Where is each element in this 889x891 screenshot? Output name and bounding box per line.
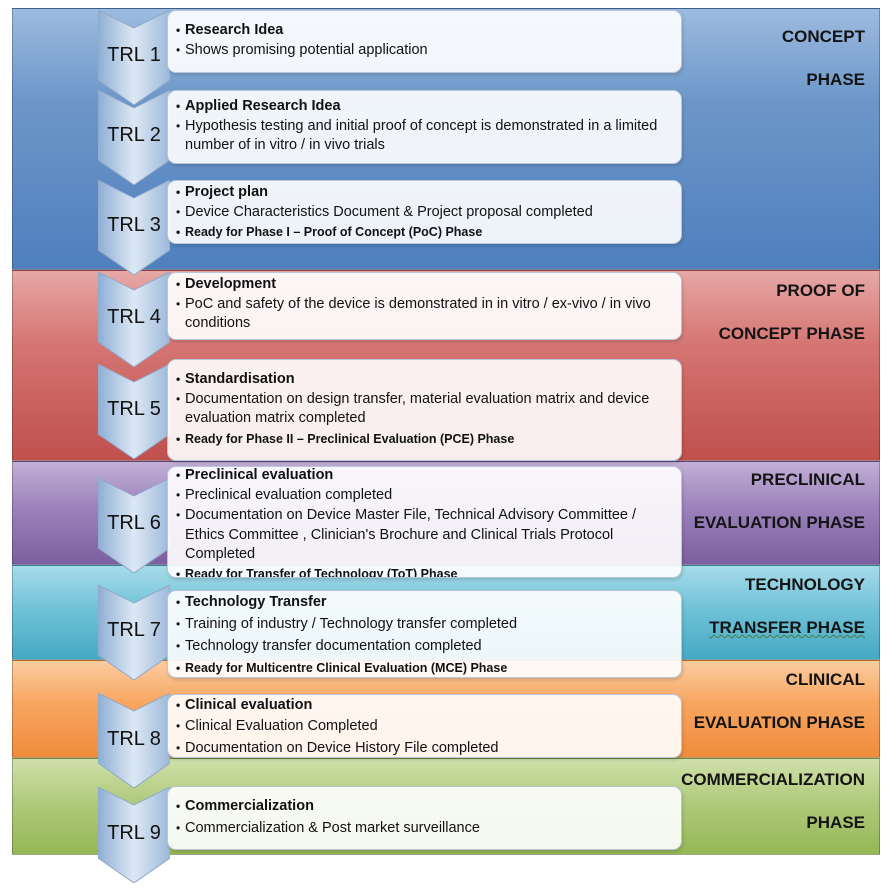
card-item: Preclinical evaluation completed xyxy=(176,484,671,506)
card-title: Clinical evaluation xyxy=(176,695,671,715)
card-title: Research Idea xyxy=(176,21,671,41)
card-item: Technology transfer documentation comple… xyxy=(176,635,671,657)
chevron-trl-9 xyxy=(98,787,170,883)
trl-label: TRL 3 xyxy=(107,214,161,236)
trl-6-card: Preclinical evaluation Preclinical evalu… xyxy=(167,466,682,578)
phase-label-proof-of-concept: PROOF OF CONCEPT PHASE xyxy=(719,269,865,355)
phase-label-line: CLINICAL xyxy=(785,670,865,689)
card-item: Hypothesis testing and initial proof of … xyxy=(176,117,671,156)
card-item: PoC and safety of the device is demonstr… xyxy=(176,295,671,334)
phase-label-clinical: CLINICAL EVALUATION PHASE xyxy=(694,658,865,744)
card-item: Commercialization & Post market surveill… xyxy=(176,817,671,839)
card-item: Clinical Evaluation Completed xyxy=(176,715,671,737)
phase-label-line: COMMERCIALIZATION xyxy=(681,770,865,789)
phase-label-line: EVALUATION PHASE xyxy=(693,513,865,532)
trl-label: TRL 2 xyxy=(107,124,161,146)
phase-label-line: PHASE xyxy=(806,813,865,832)
trl-label: TRL 5 xyxy=(107,398,161,420)
card-item: Documentation on Device History File com… xyxy=(176,737,671,757)
chevron-trl-8 xyxy=(98,693,170,788)
card-item: Shows promising potential application xyxy=(176,41,671,61)
trl-label: TRL 6 xyxy=(107,512,161,534)
phase-label-line: PHASE xyxy=(806,70,865,89)
phase-label-line: TECHNOLOGY xyxy=(745,575,865,594)
trl-5-card: Standardisation Documentation on design … xyxy=(167,359,682,461)
trl-4-card: Development PoC and safety of the device… xyxy=(167,272,682,340)
card-title: Preclinical evaluation xyxy=(176,467,671,484)
card-title: Project plan xyxy=(176,183,671,203)
card-ready: Ready for Phase I – Proof of Concept (Po… xyxy=(176,222,671,242)
trl-8-card: Clinical evaluation Clinical Evaluation … xyxy=(167,694,682,758)
trl-3-card: Project plan Device Characteristics Docu… xyxy=(167,180,682,244)
card-title: Development xyxy=(176,275,671,295)
card-title: Applied Research Idea xyxy=(176,97,671,117)
chevron-trl-1 xyxy=(98,10,170,105)
phase-label-line: CONCEPT PHASE xyxy=(718,324,865,343)
phase-label-line: PRECLINICAL xyxy=(750,470,865,489)
trl-1-card: Research Idea Shows promising potential … xyxy=(167,10,682,73)
phase-label-preclinical: PRECLINICAL EVALUATION PHASE xyxy=(694,458,865,544)
chevron-trl-4 xyxy=(98,272,170,367)
card-item: Device Characteristics Document & Projec… xyxy=(176,203,671,223)
phase-label-line: EVALUATION PHASE xyxy=(693,713,865,732)
trl-label: TRL 4 xyxy=(107,306,161,328)
chevron-trl-3 xyxy=(98,180,170,275)
phase-label-line: CONCEPT xyxy=(781,27,865,46)
trl-label: TRL 8 xyxy=(107,728,161,750)
trl-label: TRL 9 xyxy=(107,822,161,844)
card-title: Standardisation xyxy=(176,370,671,390)
chevron-trl-7 xyxy=(98,585,170,680)
trl-2-card: Applied Research Idea Hypothesis testing… xyxy=(167,90,682,164)
chevron-trl-2 xyxy=(98,90,170,185)
phase-label-line: PROOF OF xyxy=(776,281,865,300)
trl-label: TRL 7 xyxy=(107,619,161,641)
phase-label-commercialization: COMMERCIALIZATION PHASE xyxy=(681,758,865,844)
phase-label-concept: CONCEPT PHASE xyxy=(782,15,865,101)
phase-label-line: TRANSFER PHASE xyxy=(709,618,865,637)
chevron-trl-5 xyxy=(98,364,170,459)
phase-label-technology-transfer: TECHNOLOGY TRANSFER PHASE xyxy=(709,563,865,649)
trl-9-card: Commercialization Commercialization & Po… xyxy=(167,786,682,850)
card-item: Documentation on design transfer, materi… xyxy=(176,390,671,429)
card-ready: Ready for Phase II – Preclinical Evaluat… xyxy=(176,429,671,449)
chevron-trl-6 xyxy=(98,478,170,573)
card-title: Commercialization xyxy=(176,795,671,817)
trl-7-card: Technology Transfer Training of industry… xyxy=(167,590,682,678)
trl-label: TRL 1 xyxy=(107,44,161,66)
card-title: Technology Transfer xyxy=(176,593,671,613)
card-ready: Ready for Transfer of Technology (ToT) P… xyxy=(176,565,671,578)
card-item: Training of industry / Technology transf… xyxy=(176,613,671,635)
card-ready: Ready for Multicentre Clinical Evaluatio… xyxy=(176,657,671,678)
card-item: Documentation on Device Master File, Tec… xyxy=(176,506,671,565)
